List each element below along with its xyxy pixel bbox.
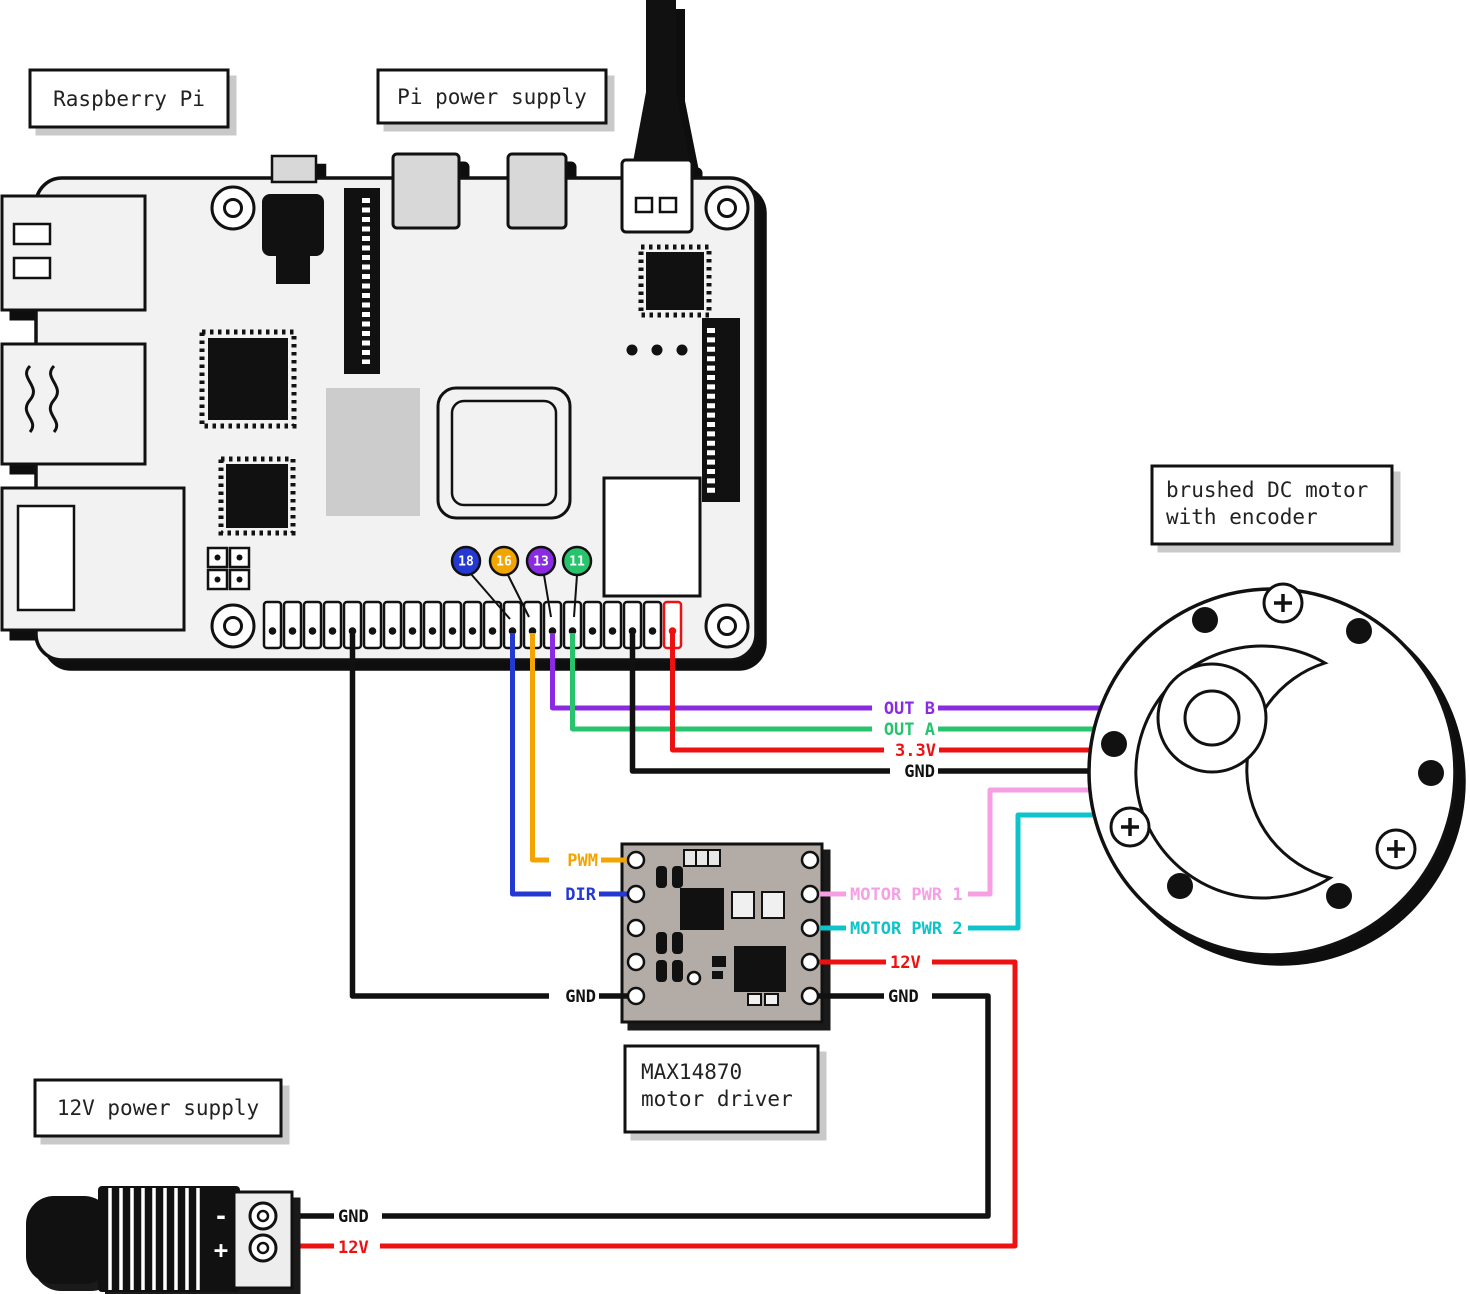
wire-gnd-motor [629,633,1091,774]
wire-labels: OUT B OUT A 3.3V GND PWM DIR GND MOTOR P… [334,698,968,1258]
badge-18-number: 18 [458,555,474,570]
gpio-header [262,600,683,650]
label-motor-pwr-1: MOTOR PWR 1 [850,885,963,905]
chip-ethernet-controller [218,456,296,536]
gpio-badge-13: 13 [525,545,557,577]
component-white-box [602,476,702,598]
label-motor-pwr-2: MOTOR PWR 2 [850,919,963,939]
label-gnd-bottom: GND [338,1207,369,1227]
chip-gray [326,388,420,516]
label-box-pi-power-supply: Pi power supply [376,68,608,125]
gpio-badge-11: 11 [561,545,593,577]
driver-components [656,849,786,1006]
gpio-pin-3v3 [662,600,683,650]
label-box-raspberry-pi: Raspberry Pi [28,68,230,129]
label-out-b: OUT B [884,699,935,719]
badge-13-circle [525,545,557,577]
label-3v3: 3.3V [895,741,936,761]
av-jack [262,154,324,284]
label-pwm: PWM [567,851,598,871]
wire-3v3 [670,633,1092,753]
driver-title-line1: MAX14870 [641,1060,742,1084]
power-supply-12v: - + [26,1186,294,1292]
chip-usb-controller [638,244,712,318]
label-box-driver: MAX14870 motor driver [623,1044,820,1134]
wire-motor-pwr-2 [816,812,1097,931]
motor-driver-board [620,842,824,1024]
ethernet-port [0,486,186,632]
badge-16-number: 16 [496,555,512,570]
badge-13-number: 13 [533,555,549,570]
driver-pins [626,850,820,1006]
motor-shaft [1183,689,1241,747]
terminal-screws [248,1201,278,1263]
gpio-badge-18: 18 [450,545,482,577]
terminal-minus-sign: - [214,1202,228,1230]
driver-title-line2: motor driver [641,1087,793,1111]
label-box-12v-supply: 12V power supply [33,1078,283,1138]
badge-16-circle [488,545,520,577]
badge-11-circle [561,545,593,577]
raspberry-pi-board: 18 16 13 11 [0,0,758,662]
usb-port-middle [0,342,147,466]
label-out-a: OUT A [884,720,935,740]
driver-pcb [620,842,824,1024]
label-gnd-supply: GND [888,987,919,1007]
gpio-badge-16: 16 [488,545,520,577]
screw-icon [1109,806,1151,848]
wire-motor-pwr-1 [816,787,1092,897]
motor-screws [1109,582,1417,870]
barrel-plug [26,1196,112,1284]
badge-11-number: 11 [569,555,585,570]
usb-port-top [0,194,147,312]
hdmi-port-1 [391,152,461,230]
label-12v: 12V [890,953,921,973]
dc-motor [1087,582,1457,957]
display-connector [702,318,740,502]
terminal-plus-sign: + [214,1236,228,1264]
chip-soc [199,329,297,429]
header-2x2 [206,546,251,591]
screw-icon [1375,828,1417,870]
mounting-holes [210,185,750,649]
raspberry-pi-title: Raspberry Pi [53,87,205,111]
label-box-motor: brushed DC motor with encoder [1150,464,1394,546]
test-pads [626,344,688,356]
hdmi-port-2 [506,152,568,230]
motor-title-line1: brushed DC motor [1166,478,1368,502]
motor-bolt-holes [1101,607,1444,909]
supply-12v-title: 12V power supply [57,1096,259,1120]
camera-connector [344,188,380,374]
wire-gnd-driver [349,633,630,999]
wire-pwm [530,633,630,863]
label-12v-bottom: 12V [338,1238,369,1258]
label-gnd-driver: GND [565,987,596,1007]
screw-icon [1262,582,1304,624]
power-connector [620,158,694,234]
badge-18-circle [450,545,482,577]
label-gnd-motor: GND [904,762,935,782]
gpio-badge-leaders [470,573,578,620]
pi-power-cable [633,0,690,162]
motor-title-line2: with encoder [1166,505,1318,529]
barrel-ribs [108,1188,200,1290]
ram-chip [436,386,572,520]
pi-power-supply-title: Pi power supply [397,85,587,109]
label-dir: DIR [565,885,596,905]
